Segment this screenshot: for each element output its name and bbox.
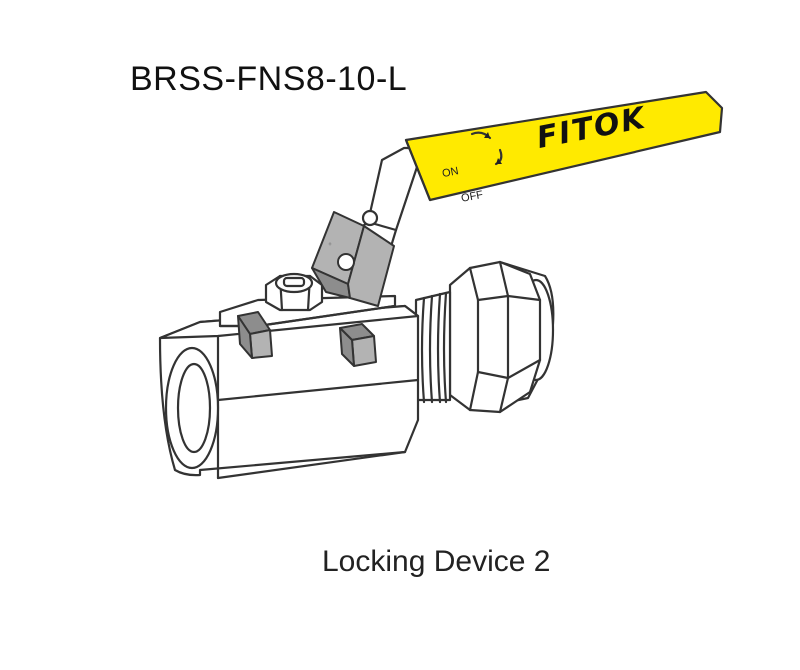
valve-body bbox=[158, 304, 420, 480]
compression-fitting bbox=[414, 260, 555, 414]
handle-grip[interactable]: FITOK ON OFF bbox=[404, 90, 724, 208]
lock-tab-right bbox=[339, 323, 377, 367]
on-arrow-head-icon bbox=[484, 132, 490, 138]
handle-label-off: OFF bbox=[460, 189, 484, 205]
lock-tab-left bbox=[237, 311, 273, 359]
locking-bracket bbox=[311, 211, 395, 307]
diagram-caption: Locking Device 2 bbox=[322, 545, 551, 578]
stop-plate bbox=[218, 272, 397, 328]
handle-label-on: ON bbox=[441, 165, 460, 180]
off-arrow-head-icon bbox=[496, 158, 502, 164]
model-number-title: BRSS-FNS8-10-L bbox=[130, 60, 408, 98]
